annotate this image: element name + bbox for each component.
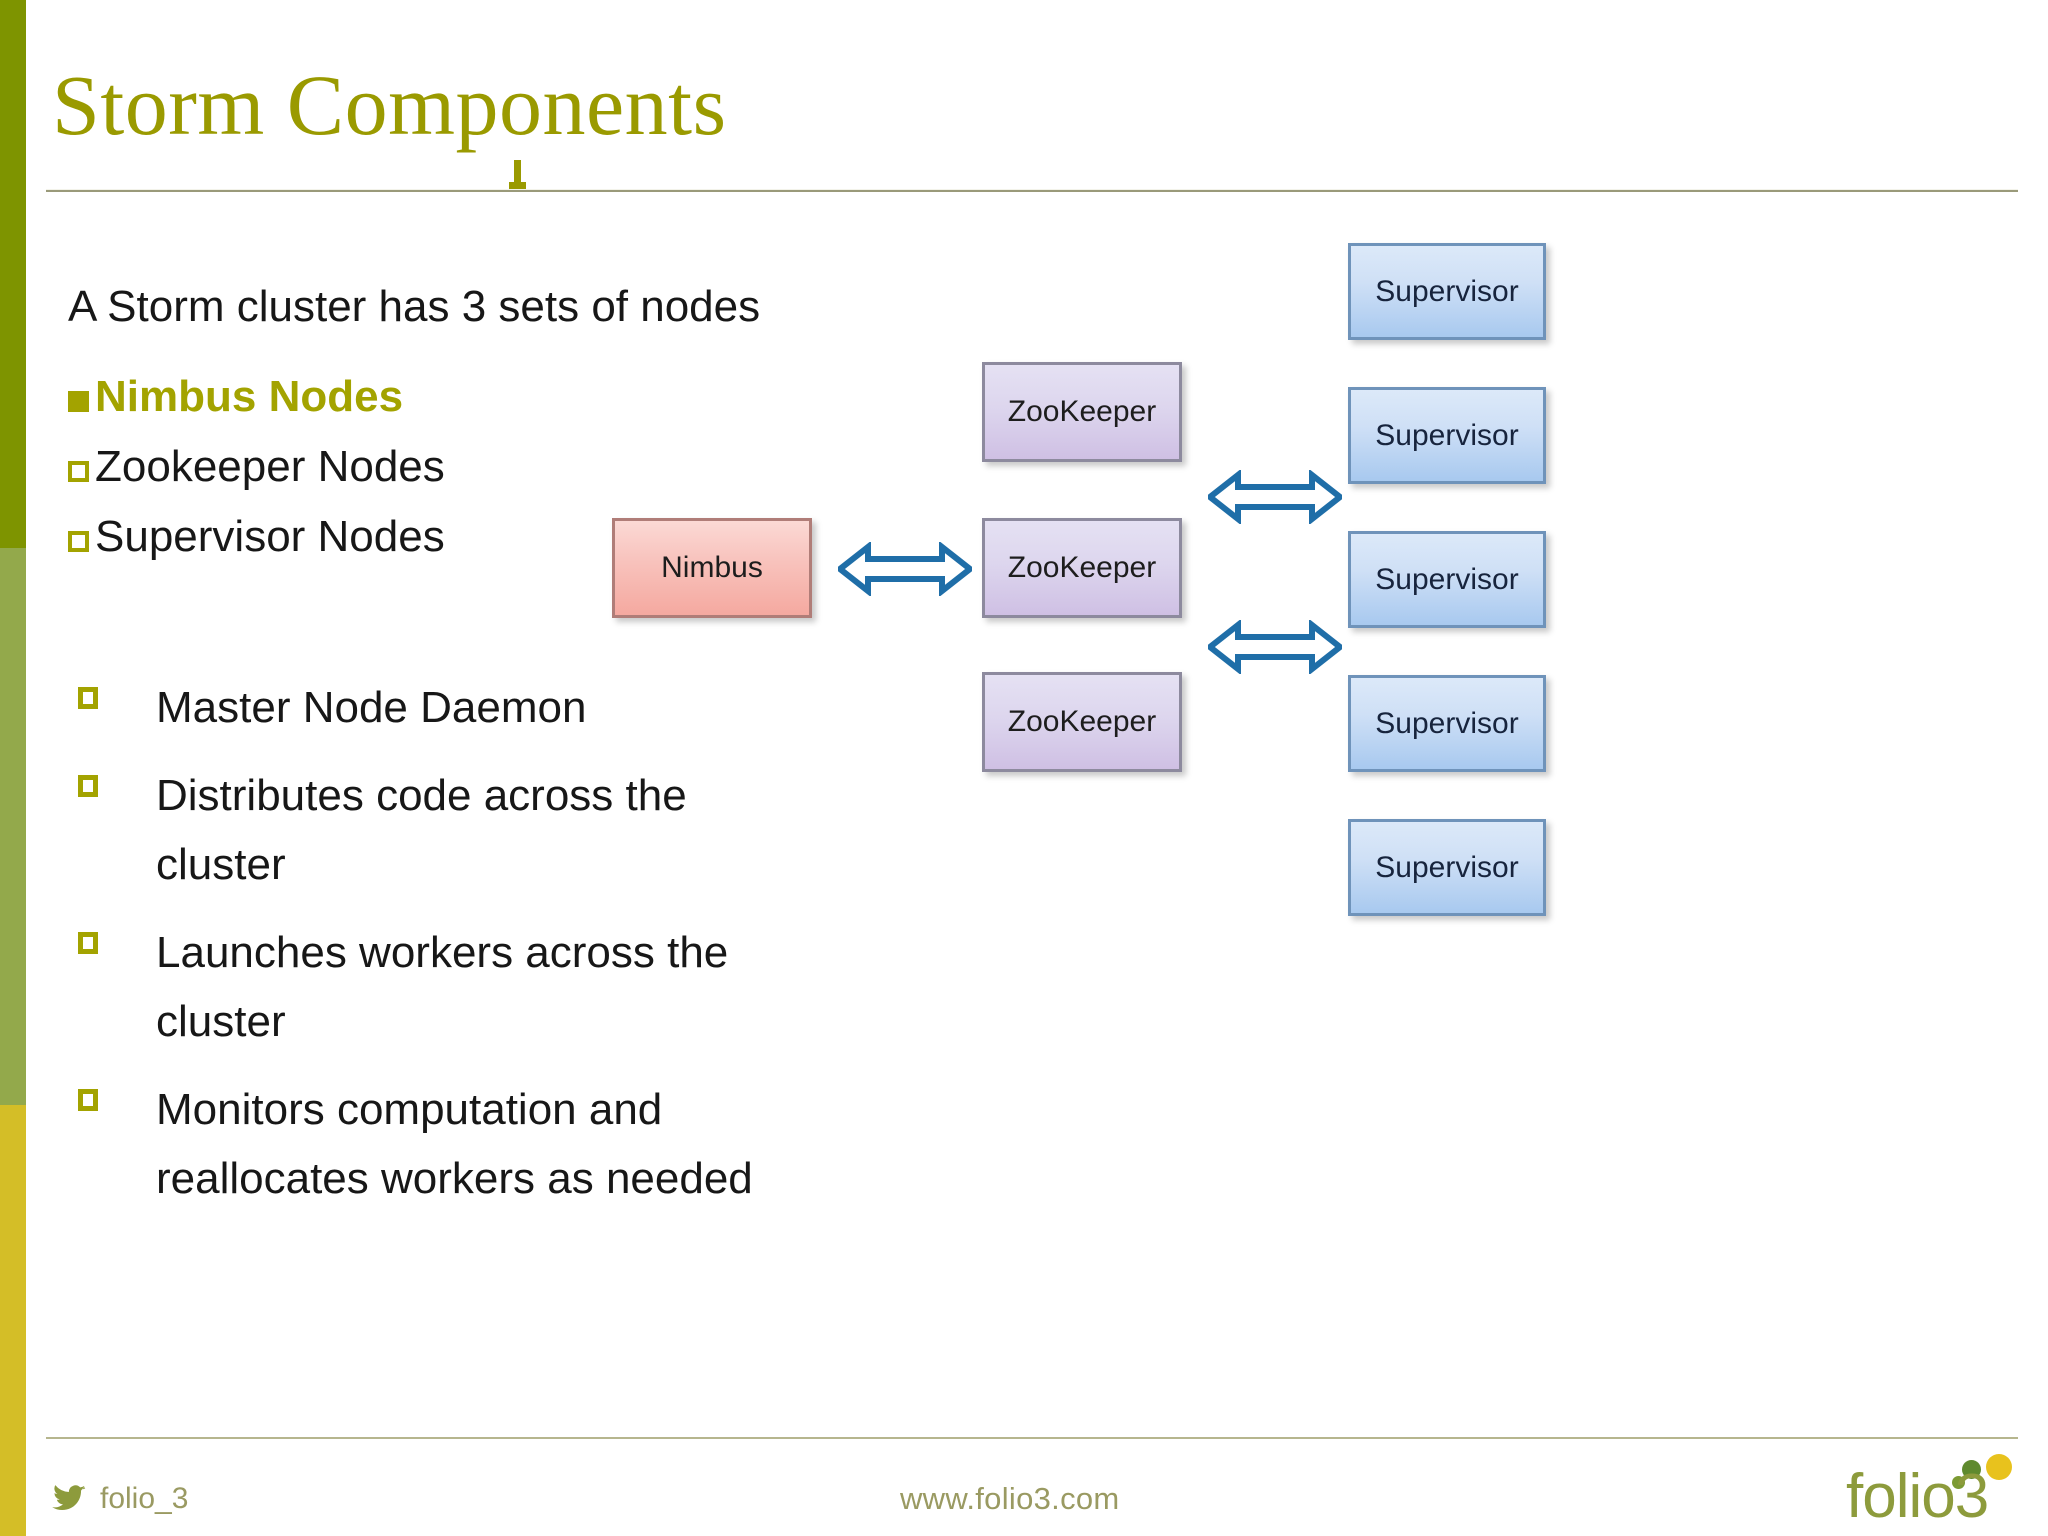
hollow-square-subbullet-icon [78, 931, 98, 954]
node-label: Supervisor [1375, 706, 1519, 740]
sub-bullet-label: Monitors computation and reallocates wor… [156, 1084, 753, 1204]
body-text-column: A Storm cluster has 3 sets of nodes Nimb… [0, 250, 830, 1430]
hollow-square-subbullet-icon [78, 1088, 98, 1111]
node-label: Supervisor [1375, 562, 1519, 596]
twitter-handle-label: folio_3 [100, 1482, 189, 1515]
title-tick-marker [509, 160, 526, 190]
logo-dot-green-small [1952, 1476, 1965, 1489]
left-accent-bar-top [0, 0, 26, 548]
bullet-label: Nimbus Nodes [95, 372, 404, 421]
node-label: Nimbus [661, 551, 763, 584]
bullet-item-supervisor: Supervisor Nodes [0, 515, 830, 559]
hollow-square-subbullet-icon [78, 774, 98, 797]
bullet-label: Supervisor Nodes [95, 512, 445, 561]
arrow-zookeeper-to-supervisor-lower [1208, 620, 1342, 674]
sub-bullet-item-launches-workers: Launches workers across the cluster [0, 918, 830, 1057]
node-label: ZooKeeper [1007, 705, 1157, 738]
folio3-logo: folio3 [1846, 1452, 2036, 1531]
sub-bullet-item-master-node-daemon: Master Node Daemon [0, 673, 830, 743]
logo-dot-green-medium [1962, 1460, 1981, 1479]
node-label: Supervisor [1375, 850, 1519, 884]
bullet-item-zookeeper: Zookeeper Nodes [0, 445, 830, 489]
sub-bullet-label: Distributes code across the cluster [156, 770, 687, 890]
diagram-node-supervisor-4: Supervisor [1348, 675, 1546, 772]
website-url[interactable]: www.folio3.com [900, 1481, 1120, 1516]
twitter-bird-icon [52, 1485, 86, 1511]
sub-bullet-item-monitors-computation: Monitors computation and reallocates wor… [0, 1075, 830, 1214]
storm-architecture-diagram: Nimbus ZooKeeper ZooKeeper ZooKeeper Sup… [612, 220, 2048, 1420]
diagram-node-zookeeper-3: ZooKeeper [982, 672, 1182, 772]
title-divider [46, 189, 2018, 192]
logo-dot-yellow [1986, 1454, 2012, 1480]
brand-wordmark: folio3 [1846, 1462, 1989, 1531]
diagram-node-supervisor-5: Supervisor [1348, 819, 1546, 916]
hollow-square-bullet-icon [68, 461, 89, 482]
diagram-node-supervisor-2: Supervisor [1348, 387, 1546, 484]
diagram-node-zookeeper-1: ZooKeeper [982, 362, 1182, 462]
sub-bullet-label: Master Node Daemon [156, 683, 587, 732]
page-title: Storm Components [52, 57, 727, 153]
bullet-list: Nimbus Nodes Zookeeper Nodes Supervisor … [0, 375, 830, 1232]
arrow-zookeeper-to-supervisor-upper [1208, 470, 1342, 524]
filled-square-bullet-icon [68, 391, 89, 412]
node-label: Supervisor [1375, 418, 1519, 452]
node-label: ZooKeeper [1007, 551, 1157, 584]
footer-divider [46, 1437, 2018, 1439]
diagram-node-supervisor-1: Supervisor [1348, 243, 1546, 340]
left-accent-bar-middle [0, 548, 26, 1105]
diagram-node-zookeeper-2: ZooKeeper [982, 518, 1182, 618]
sub-bullet-label: Launches workers across the cluster [156, 927, 729, 1047]
node-label: Supervisor [1375, 274, 1519, 308]
twitter-handle-group[interactable]: folio_3 [52, 1482, 188, 1516]
diagram-node-nimbus: Nimbus [612, 518, 812, 618]
bullet-label: Zookeeper Nodes [95, 442, 445, 491]
diagram-node-supervisor-3: Supervisor [1348, 531, 1546, 628]
sub-bullet-item-distributes-code: Distributes code across the cluster [0, 761, 830, 900]
lead-sentence: A Storm cluster has 3 sets of nodes [68, 282, 761, 331]
hollow-square-bullet-icon [68, 531, 89, 552]
bullet-item-nimbus: Nimbus Nodes [0, 375, 830, 419]
arrow-nimbus-to-zookeeper [838, 542, 972, 596]
node-label: ZooKeeper [1007, 395, 1157, 428]
hollow-square-subbullet-icon [78, 687, 98, 709]
left-accent-bar-bottom [0, 1105, 26, 1536]
